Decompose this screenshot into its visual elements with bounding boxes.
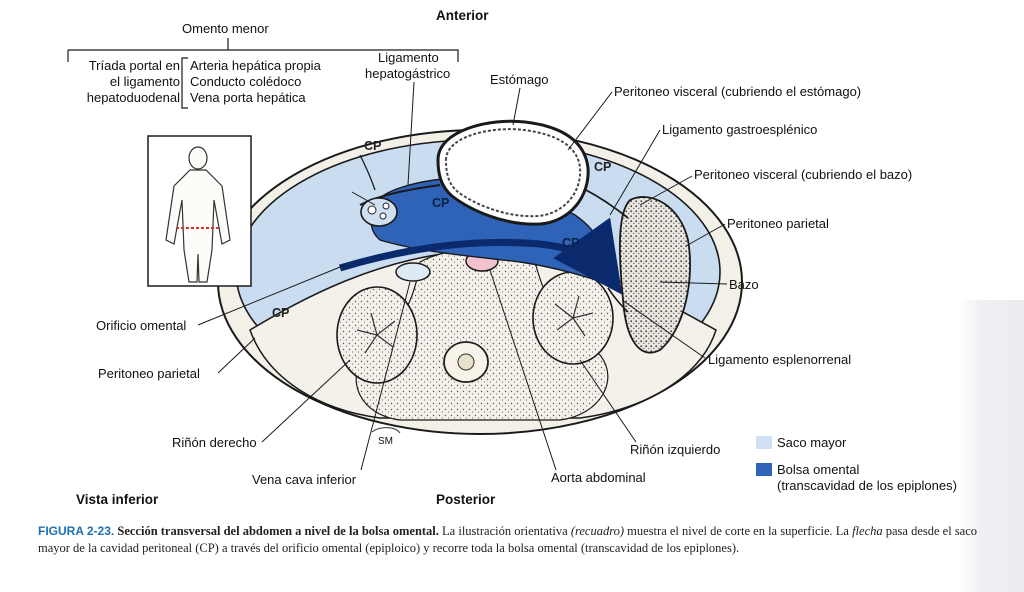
- estomago-label: Estómago: [490, 72, 549, 87]
- caption-title: Sección transversal del abdomen a nivel …: [117, 524, 439, 538]
- posterior-label: Posterior: [436, 492, 496, 507]
- caption-text-c: pasa desde el saco mayor de la cavidad p…: [38, 524, 978, 555]
- triada-label-3: hepatoduodenal: [86, 90, 180, 105]
- cp-label-top: CP: [364, 139, 382, 153]
- caption-flecha: flecha: [852, 524, 883, 538]
- triada-label-2: el ligamento: [109, 74, 180, 89]
- lig-esplenorrenal-label: Ligamento esplenorrenal: [708, 352, 852, 367]
- vena-porta-label: Vena porta hepática: [190, 90, 306, 105]
- lig-gastroesplenico-label: Ligamento gastroesplénico: [662, 122, 818, 137]
- cp-label-right: CP: [594, 160, 612, 174]
- anterior-label: Anterior: [436, 8, 489, 23]
- lig-hepato-label-1: Ligamento: [378, 50, 439, 65]
- omental-arrow: [338, 217, 623, 295]
- portal-triad: [360, 197, 398, 227]
- aorta-label: Aorta abdominal: [551, 470, 646, 485]
- arteria-label: Arteria hepática propia: [190, 58, 321, 73]
- triada-label-1: Tríada portal en: [88, 58, 180, 73]
- conducto-label: Conducto colédoco: [190, 74, 302, 89]
- caption-text-a: La ilustración orientativa: [438, 524, 571, 538]
- lig-hepato-label-2: hepatogástrico: [365, 66, 451, 81]
- legend-swatch-saco-mayor: [756, 436, 772, 449]
- legend-swatch-bolsa-omental: [756, 463, 772, 476]
- bazo-label: Bazo: [729, 277, 759, 292]
- perit-parietal-left-label: Peritoneo parietal: [98, 366, 200, 381]
- cp-label-bursa: CP: [432, 196, 450, 210]
- inferior-vena-cava: [395, 262, 431, 282]
- legend-bolsa-omental-2: (transcavidad de los epiplones): [777, 478, 957, 493]
- perit-parietal-right-label: Peritoneo parietal: [727, 216, 829, 231]
- page-edge-shading: [958, 300, 1024, 592]
- rinon-derecho-label: Riñón derecho: [172, 435, 257, 450]
- cp-label-lower: CP: [562, 236, 580, 250]
- stomach: [436, 119, 590, 226]
- cp-label-left: CP: [272, 306, 290, 320]
- rinon-izquierdo-label: Riñón izquierdo: [630, 442, 721, 457]
- orificio-omental-label: Orificio omental: [96, 318, 187, 333]
- perit-visc-bazo-label: Peritoneo visceral (cubriendo el bazo): [694, 167, 913, 182]
- vista-inferior-label: Vista inferior: [76, 492, 159, 507]
- legend-saco-mayor: Saco mayor: [777, 435, 847, 450]
- perit-visc-estomago-label: Peritoneo visceral (cubriendo el estómag…: [614, 84, 862, 99]
- vena-cava-label: Vena cava inferior: [252, 472, 357, 487]
- legend-bolsa-omental-1: Bolsa omental: [777, 462, 860, 477]
- caption-figure-number: FIGURA 2-23.: [38, 524, 115, 538]
- sm-label: SM: [378, 436, 393, 447]
- omento-menor-label: Omento menor: [182, 21, 269, 36]
- inset-body-figure: [165, 146, 231, 283]
- figure-caption: FIGURA 2-23. Sección transversal del abd…: [38, 523, 998, 557]
- caption-recuadro: (recuadro): [570, 524, 625, 538]
- caption-text-b: muestra el nivel de corte en la superfic…: [624, 524, 853, 538]
